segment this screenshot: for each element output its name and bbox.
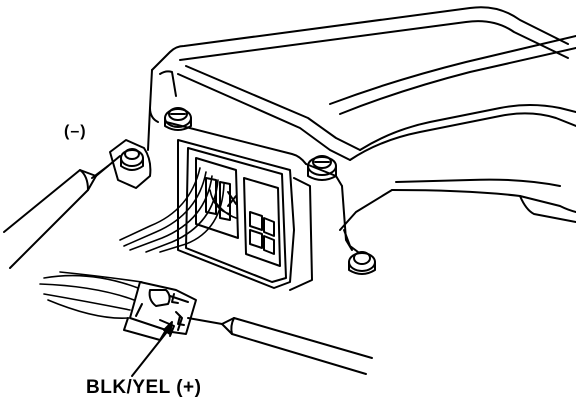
callout-arrow bbox=[131, 321, 173, 377]
unit-connector bbox=[177, 139, 313, 291]
negative-probe bbox=[3, 155, 121, 269]
mounting-screw-left bbox=[164, 107, 192, 131]
positive-callout-label: BLK/YEL (+) bbox=[86, 377, 202, 398]
mounting-screw-right bbox=[307, 155, 337, 181]
mounting-screw-bottom bbox=[343, 229, 376, 275]
harness-wires bbox=[39, 271, 143, 319]
harness-connector bbox=[123, 281, 197, 341]
wire-harness bbox=[119, 167, 237, 253]
ground-terminal bbox=[109, 107, 152, 189]
positive-probe bbox=[187, 317, 373, 375]
negative-callout-label: (–) bbox=[64, 123, 87, 140]
control-unit-housing bbox=[149, 6, 576, 251]
